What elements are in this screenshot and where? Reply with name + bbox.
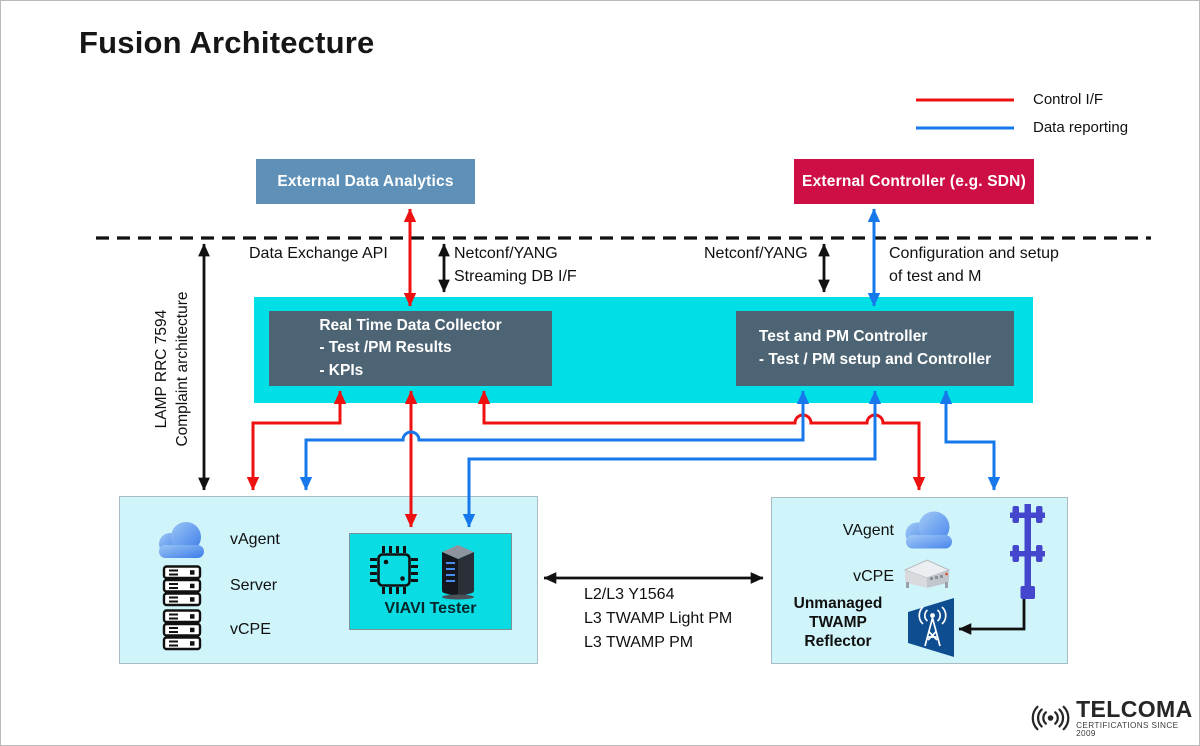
rack-server-icon	[903, 559, 951, 588]
server-icon	[162, 609, 202, 651]
lamp-rrc-line1: LAMP RRC 7594	[153, 309, 170, 429]
site-link-label-line2: L3 TWAMP Light PM	[584, 610, 733, 627]
streaming-db-label: Streaming DB I/F	[454, 268, 577, 285]
external-controller-box: External Controller (e.g. SDN)	[794, 159, 1034, 204]
pm-controller-title: Test and PM Controller	[758, 328, 928, 346]
twamp-reflector-icon	[908, 598, 954, 657]
left-site-box: vAgent Server	[119, 496, 538, 664]
twamp-reflector-label: Unmanaged TWAMP Reflector	[782, 594, 894, 651]
chip-icon	[370, 546, 418, 594]
tower-server-icon	[442, 545, 474, 600]
cloud-icon	[905, 511, 952, 549]
cell-tower-icon	[1010, 504, 1045, 599]
server-icon	[162, 565, 202, 607]
test-pm-controller-box: Test and PM Controller - Test / PM setup…	[736, 311, 1014, 386]
viavi-tester-box: VIAVI Tester	[349, 533, 512, 630]
legend-lines	[916, 98, 1014, 130]
right-site-box: VAgent vCPE Unmanaged TWAMP Reflector	[771, 497, 1068, 664]
twamp-reflector-line1: Unmanaged	[793, 595, 883, 612]
site-link-label-line3: L3 TWAMP PM	[584, 634, 694, 651]
data-exchange-api-label: Data Exchange API	[249, 245, 388, 262]
external-data-analytics-box: External Data Analytics	[256, 159, 475, 204]
left-vcpe-label: vCPE	[230, 621, 271, 638]
logo-tagline-text: CERTIFICATIONS SINCE 2009	[1076, 721, 1179, 739]
external-data-analytics-label: External Data Analytics	[277, 172, 454, 190]
lamp-rrc-label: LAMP RRC 7594 Complaint architecture	[151, 239, 195, 499]
page-title: Fusion Architecture	[79, 25, 375, 60]
radio-waves-icon	[1031, 705, 1070, 731]
real-time-data-collector-box: Real Time Data Collector - Test /PM Resu…	[269, 311, 552, 386]
viavi-tester-label: VIAVI Tester	[384, 600, 477, 617]
netconf-yang-right-label: Netconf/YANG	[704, 245, 808, 262]
telcoma-logo: TELCOMA CERTIFICATIONS SINCE 2009	[1029, 698, 1193, 738]
site-link-label-line1: L2/L3 Y1564	[584, 586, 675, 603]
external-controller-label: External Controller (e.g. SDN)	[802, 172, 1026, 190]
left-server-label: Server	[230, 577, 278, 594]
pm-controller-item1: - Test / PM setup and Controller	[758, 350, 992, 368]
collector-title: Real Time Data Collector	[319, 316, 502, 334]
legend-reporting-label: Data reporting	[1033, 119, 1129, 136]
lamp-rrc-line2: Complaint architecture	[174, 291, 191, 447]
collector-item2: - KPIs	[319, 361, 364, 379]
config-setup-label-line2: of test and M	[889, 268, 982, 285]
config-setup-label-line1: Configuration and setup	[889, 245, 1059, 262]
twamp-reflector-line3: Reflector	[804, 633, 872, 650]
logo-brand-text: TELCOMA	[1076, 696, 1193, 722]
twamp-reflector-line2: TWAMP	[809, 614, 867, 631]
left-vagent-label: vAgent	[230, 531, 280, 548]
collector-item1: - Test /PM Results	[319, 339, 452, 357]
cloud-icon	[159, 522, 204, 558]
right-vagent-label: VAgent	[842, 522, 894, 539]
legend-control-label: Control I/F	[1033, 91, 1104, 108]
netconf-yang-left-label: Netconf/YANG	[454, 245, 558, 262]
fusion-core-box: Real Time Data Collector - Test /PM Resu…	[254, 297, 1033, 403]
right-vcpe-label: vCPE	[853, 568, 894, 585]
